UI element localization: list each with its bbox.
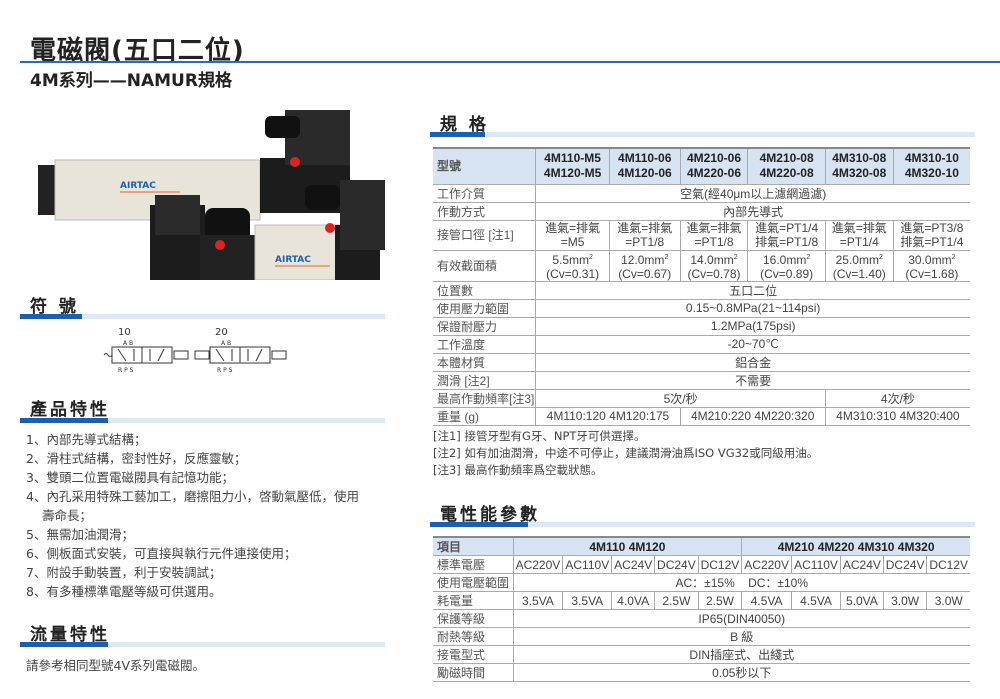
svg-text:AIRTAC: AIRTAC — [275, 255, 311, 265]
valve-large: AIRTAC — [150, 180, 385, 280]
feature-item: 1、內部先導式結構； — [26, 432, 147, 447]
table-row: 位置數五口二位 — [433, 281, 970, 300]
feature-item: 4、內孔采用特殊工藝加工，磨擦阻力小，啓動氣壓低，使用 — [26, 489, 359, 504]
title-divider — [20, 61, 1000, 63]
elec-header-row: 項目 4M110 4M120 4M210 4M220 4M310 4M320 — [433, 536, 970, 556]
features-list: 1、內部先導式結構； 2、滑柱式結構，密封性好，反應靈敏； 3、雙頭二位置電磁閥… — [26, 430, 359, 601]
valve-small: AIRTAC — [38, 110, 350, 221]
table-row: 工作溫度-20~70℃ — [433, 335, 970, 354]
feature-item: 5、無需加油潤滑； — [26, 527, 134, 542]
table-row: 潤滑 [注2]不需要 — [433, 371, 970, 390]
svg-text:R P S: R P S — [217, 367, 233, 374]
flow-text: 請參考相同型號4V系列電磁閥。 — [26, 658, 206, 673]
section-symbols-bar — [20, 314, 385, 319]
section-spec-bar — [430, 132, 975, 137]
section-flow-heading: 流量特性 — [30, 625, 110, 645]
svg-text:A B: A B — [123, 340, 133, 347]
note-2: [注2] 如有加油潤滑，中途不可停止，建議潤滑油爲ISO VG32或同級用油。 — [433, 446, 819, 460]
table-row: 作動方式內部先導式 — [433, 202, 970, 221]
feature-item: 6、側板面式安裝，可直接與執行元件連接使用； — [26, 546, 297, 561]
symbol-10: 10 A B R P S — [103, 327, 189, 374]
table-row: 本體材質鋁合金 — [433, 353, 970, 372]
valve-symbols: 10 A B R P S 20 A B R P S — [103, 327, 287, 374]
product-photo: AIRTAC AIRTAC — [38, 110, 385, 280]
feature-item: 7、附設手動裝置，利于安裝調試； — [26, 565, 222, 580]
page-subtitle: 4M系列——NAMUR規格 — [30, 71, 232, 91]
section-flow-bar — [20, 642, 385, 647]
electrical-table: 項目 4M110 4M120 4M210 4M220 4M310 4M320 標… — [433, 536, 970, 682]
feature-item-continued: 壽命長； — [42, 508, 93, 523]
section-features-bar — [20, 418, 385, 423]
symbol-20: 20 A B R P S — [194, 327, 287, 374]
table-row: 有效截面積 5.5mm2(Cv=0.31) 12.0mm2(Cv=0.67) 1… — [433, 250, 970, 282]
svg-text:A B: A B — [221, 340, 231, 347]
feature-item: 3、雙頭二位置電磁閥具有記憶功能； — [26, 470, 234, 485]
feature-item: 8、有多種標準電壓等級可供選用。 — [26, 584, 222, 599]
feature-item: 2、滑柱式結構，密封性好，反應靈敏； — [26, 451, 247, 466]
svg-text:AIRTAC: AIRTAC — [120, 181, 156, 191]
svg-text:20: 20 — [215, 327, 228, 338]
table-row: 接管口徑 [注1] 進氣=排氣=M5 進氣=排氣=PT1/8 進氣=排氣=PT1… — [433, 220, 970, 251]
svg-text:10: 10 — [118, 327, 131, 338]
section-spec-heading: 規 格 — [440, 115, 489, 135]
spec-header-label: 型號 — [433, 147, 536, 185]
section-features-heading: 產品特性 — [30, 400, 110, 420]
section-electrical-heading: 電性能參數 — [440, 505, 540, 525]
note-3: [注3] 最高作動頻率爲空載狀態。 — [433, 463, 603, 477]
svg-text:R P S: R P S — [118, 367, 134, 374]
spec-notes: [注1] 接管牙型有G牙、NPT牙可供選擇。 [注2] 如有加油潤滑，中途不可停… — [433, 428, 818, 479]
note-1: [注1] 接管牙型有G牙、NPT牙可供選擇。 — [433, 429, 646, 443]
table-row: 工作介質空氣(經40μm以上濾網過濾) — [433, 184, 970, 203]
section-electrical-bar — [430, 522, 975, 527]
section-symbols-heading: 符 號 — [30, 297, 79, 317]
